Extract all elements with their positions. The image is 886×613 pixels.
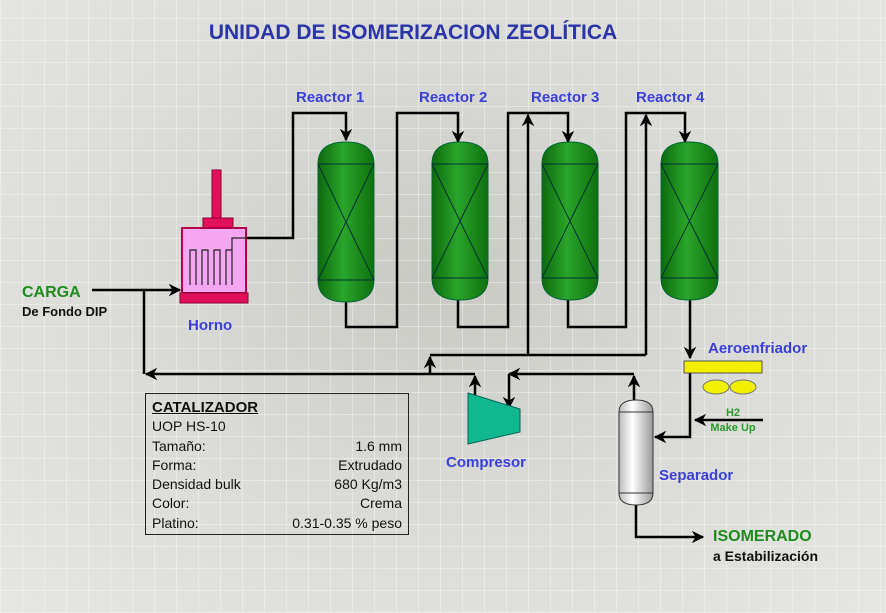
catalyst-row: Tamaño: 1.6 mm [152,437,402,456]
product-label: ISOMERADO [713,528,812,545]
furnace [179,169,249,304]
separator-label: Separador [659,467,733,484]
cooler-label: Aeroenfriador [708,340,807,357]
row-key: Platino: [152,514,199,531]
separator-vessel [618,399,654,506]
catalyst-heading: CATALIZADOR [152,399,259,416]
product-destination: a Estabilización [713,548,818,564]
row-value: 1.6 mm [355,437,402,454]
reactor-1 [317,141,375,303]
feed-source: De Fondo DIP [22,304,108,319]
reactor-4 [660,141,719,301]
row-key: Forma: [152,456,197,473]
furnace-label: Horno [188,317,232,334]
h2-label: H2 [726,407,740,419]
catalyst-row: Color: Crema [152,494,402,513]
makeup-label: Make Up [710,422,756,434]
compressor-label: Compresor [446,454,526,471]
row-key: Densidad bulk [152,476,241,493]
catalyst-row: Densidad bulk 680 Kg/m3 [152,475,402,494]
row-value: Extrudado [338,456,402,473]
air-cooler [683,360,763,395]
catalyst-info-box: CATALIZADOR UOP HS-10 Tamaño: 1.6 mm Form… [145,393,409,535]
row-value: 680 Kg/m3 [334,476,402,493]
catalyst-row: Platino: 0.31-0.35 % peso [152,514,402,533]
reactor-2 [431,141,489,301]
reactor-3-label: Reactor 3 [531,89,599,106]
catalyst-row: Forma: Extrudado [152,456,402,475]
row-value: Crema [359,495,402,512]
page-title: UNIDAD DE ISOMERIZACION ZEOLÍTICA [209,21,617,44]
reactor-1-label: Reactor 1 [296,89,364,106]
reactor-3 [541,141,599,301]
row-value: 0.31-0.35 % peso [292,514,402,531]
compressor [467,392,521,445]
reactor-4-label: Reactor 4 [636,89,705,106]
reactor-2-label: Reactor 2 [419,89,487,106]
row-key: Tamaño: [152,437,206,454]
row-key: Color: [152,495,190,512]
feed-label: CARGA [22,284,81,301]
catalyst-type: UOP HS-10 [152,418,226,435]
